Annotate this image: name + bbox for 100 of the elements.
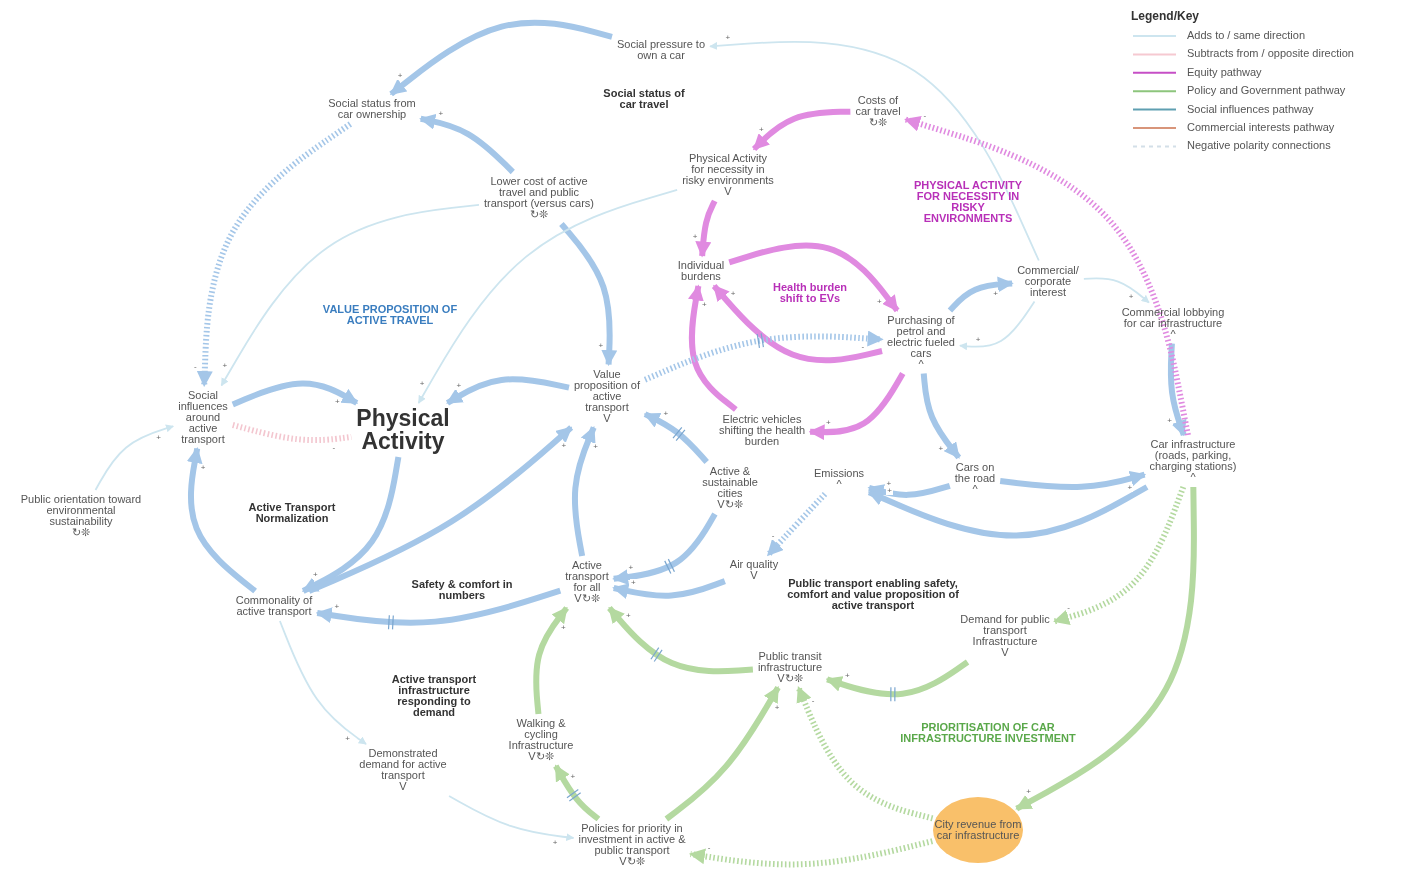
polarity-symbols: ↻❊ <box>72 527 90 538</box>
polarity-symbols: ^ <box>1169 328 1177 340</box>
polarity-label: + <box>333 602 341 611</box>
polarity-label: + <box>624 611 632 620</box>
causal-link-arrow <box>94 424 175 491</box>
variable-label: City revenue from car infrastructure <box>933 819 1023 841</box>
legend-text: Social influences pathway <box>1187 102 1314 115</box>
polarity-label: + <box>773 703 781 712</box>
polarity-symbols: V↻❊ <box>573 593 601 604</box>
loop-title: PHYSICAL ACTIVITY FOR NECESSITY IN RISKY ENVIRONMENTS <box>912 180 1024 224</box>
polarity-label: + <box>455 381 463 390</box>
causal-link-arrow <box>220 203 480 387</box>
variable-label: Value proposition of active transport <box>572 368 641 413</box>
polarity-symbols: V <box>723 186 733 197</box>
polarity-label: + <box>630 579 637 587</box>
causal-link-arrow <box>1015 486 1197 812</box>
polarity-label: + <box>757 125 765 134</box>
variable-label: Commercial/ corporate interest <box>1016 264 1080 298</box>
polarity-label: + <box>992 289 999 298</box>
polarity-label: + <box>569 772 577 781</box>
variable-label: Commonality of active transport <box>234 595 314 617</box>
polarity-label: + <box>396 71 404 80</box>
variable-label: Purchasing of petrol and electric fueled cars <box>886 314 956 359</box>
polarity-symbols: V <box>1000 647 1010 658</box>
negative-link-arrow <box>795 686 934 822</box>
polarity-label: + <box>876 297 883 306</box>
causal-link-arrow <box>612 512 718 586</box>
variable-label: Commercial lobbying for car infrastructure <box>1120 306 1226 329</box>
variable-label: Public transit infrastructure <box>756 650 824 673</box>
causal-link-arrow <box>999 470 1147 490</box>
polarity-symbols: V <box>750 570 758 581</box>
variable-label: Walking & cycling Infrastructure <box>507 718 575 751</box>
negative-link-arrow <box>1053 485 1187 625</box>
legend-text: Equity pathway <box>1187 65 1262 78</box>
variable-label: Physical Activity for necessity in risky environments <box>682 153 774 186</box>
legend-text: Negative polarity connections <box>1187 139 1331 152</box>
causal-link-arrow <box>664 686 781 822</box>
polarity-label: + <box>1127 292 1135 301</box>
negative-link-arrow <box>904 116 1191 436</box>
polarity-label: + <box>729 289 737 298</box>
causal-link-arrow <box>533 606 570 715</box>
legend-text: Commercial interests pathway <box>1187 121 1335 133</box>
polarity-symbols: ↻❊ <box>529 209 548 220</box>
variable-label: Social influences around active transport <box>177 389 229 445</box>
causal-link-arrow <box>279 620 367 745</box>
polarity-label: + <box>1025 788 1032 797</box>
causal-link-arrow <box>445 376 570 406</box>
causal-link-arrow <box>231 380 359 408</box>
legend-title: Legend/Key <box>1130 10 1200 22</box>
causal-link-arrow <box>612 578 726 599</box>
polarity-label: + <box>937 444 945 453</box>
variable-label: Active & sustainable cities <box>701 466 759 499</box>
polarity-label: + <box>1166 416 1173 425</box>
legend-text: Policy and Government pathway <box>1187 84 1346 97</box>
causal-link-arrow <box>959 300 1036 351</box>
negative-link-arrow <box>765 491 828 558</box>
loop-title: Active Transport Normalization <box>247 502 337 524</box>
variable-label: Social status from car ownership <box>327 98 417 120</box>
variable-label: Cars on the road <box>953 461 997 484</box>
polarity-symbols: ↻❊ <box>868 116 888 128</box>
polarity-label: + <box>199 463 207 472</box>
causal-link-arrow <box>808 372 906 441</box>
polarity-label: + <box>974 335 982 344</box>
causal-link-arrow <box>315 587 562 626</box>
polarity-label: + <box>627 563 635 572</box>
causal-link-arrow <box>920 373 962 460</box>
loop-title: Health burden shift to EVs <box>772 282 848 304</box>
variable-label: Car infrastructure (roads, parking, charging stations) <box>1148 439 1238 472</box>
negative-link-arrow <box>688 838 934 868</box>
causal-link-arrow <box>307 425 574 594</box>
causal-link-arrow <box>553 764 601 822</box>
causal-link-arrow <box>571 426 597 557</box>
loop-title: VALUE PROPOSITION OF ACTIVE TRAVEL <box>321 304 459 326</box>
polarity-symbols: ^ <box>1190 472 1196 483</box>
causal-link-arrow <box>417 189 679 404</box>
polarity-label: + <box>312 570 319 579</box>
variable-label: Demand for public transport Infrastructure <box>960 614 1050 647</box>
variable-label: Demonstrated demand for active transport <box>359 748 447 781</box>
polarity-label: + <box>559 623 567 632</box>
loop-title: Social status of car travel <box>602 88 686 110</box>
polarity-symbols: ^ <box>917 358 925 370</box>
causal-link-arrow <box>728 242 900 313</box>
polarity-symbols: V↻❊ <box>619 856 645 867</box>
causal-link-arrow <box>688 284 738 412</box>
negative-link-arrow <box>196 121 353 388</box>
causal-link-arrow <box>448 795 575 842</box>
polarity-label: + <box>1126 484 1134 493</box>
polarity-label: + <box>418 379 426 388</box>
variable-label: Air quality <box>728 559 780 570</box>
polarity-symbols: V↻❊ <box>776 672 804 684</box>
variable-label: Social pressure to own a car <box>616 39 706 61</box>
causal-link-arrow <box>389 19 613 97</box>
causal-link-arrow <box>695 199 718 258</box>
legend-text: Adds to / same direction <box>1187 29 1305 41</box>
polarity-label: + <box>551 838 559 847</box>
legend-text: Subtracts from / opposite direction <box>1187 47 1354 60</box>
variable-label: Individual burdens <box>676 260 726 282</box>
polarity-symbols: V <box>399 781 407 792</box>
variable-label: Policies for priority in investment in active & public transport <box>577 823 687 856</box>
polarity-symbols: V↻❊ <box>716 499 744 510</box>
